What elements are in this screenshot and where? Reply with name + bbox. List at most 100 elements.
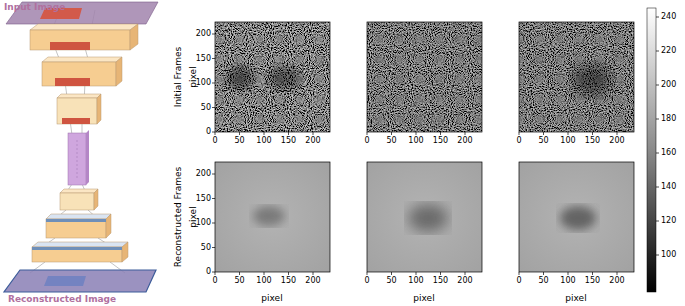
tick-label: 150	[585, 137, 600, 145]
tick-label: 50	[234, 277, 244, 285]
colorbar-tick-label: 140	[661, 183, 676, 191]
tick-label: 200	[196, 170, 211, 178]
tick-label: 100	[408, 137, 423, 145]
colorbar-tick-label: 160	[661, 149, 676, 157]
tick-label: 0	[516, 277, 521, 285]
tick-mark	[568, 132, 569, 135]
tick-mark	[212, 247, 215, 248]
tick-mark	[568, 272, 569, 275]
tick-mark	[212, 58, 215, 59]
tick-label: 150	[433, 277, 448, 285]
tick-label: 150	[281, 137, 296, 145]
figure-label: Input Image	[4, 3, 65, 12]
tick-mark	[391, 132, 392, 135]
tick-label: 50	[234, 137, 244, 145]
tick-label: 150	[196, 55, 211, 63]
tick-mark	[215, 272, 216, 275]
tick-mark	[416, 272, 417, 275]
tick-mark	[212, 198, 215, 199]
colorbar-tick-label: 200	[661, 81, 676, 89]
tick-mark	[391, 272, 392, 275]
tick-label: 0	[212, 137, 217, 145]
tick-mark	[239, 272, 240, 275]
tick-mark	[592, 132, 593, 135]
tick-mark	[367, 132, 368, 135]
axis-label: pixel	[261, 294, 282, 303]
tick-mark	[519, 132, 520, 135]
tick-mark	[617, 132, 618, 135]
tick-label: 200	[196, 30, 211, 38]
tick-mark	[543, 132, 544, 135]
tick-label: 200	[609, 277, 624, 285]
tick-mark	[416, 132, 417, 135]
tick-label: 100	[256, 137, 271, 145]
tick-mark	[212, 83, 215, 84]
tick-mark	[288, 272, 289, 275]
tick-label: 200	[305, 137, 320, 145]
tick-label: 100	[560, 277, 575, 285]
row-label: Reconstructed Frames	[174, 167, 183, 268]
tick-label: 100	[196, 79, 211, 87]
tick-mark	[212, 272, 215, 273]
tick-label: 0	[212, 277, 217, 285]
colorbar-tick-label: 220	[661, 47, 676, 55]
tick-label: 50	[538, 137, 548, 145]
tick-mark	[465, 272, 466, 275]
tick-mark	[264, 272, 265, 275]
tick-label: 50	[201, 104, 211, 112]
tick-label: 100	[408, 277, 423, 285]
tick-mark	[656, 255, 659, 256]
axis-label: pixel	[413, 294, 434, 303]
tick-mark	[440, 272, 441, 275]
tick-mark	[313, 132, 314, 135]
tick-mark	[656, 119, 659, 120]
tick-mark	[656, 51, 659, 52]
tick-mark	[656, 85, 659, 86]
tick-label: 200	[457, 137, 472, 145]
tick-label: 0	[364, 137, 369, 145]
tick-label: 50	[386, 277, 396, 285]
tick-mark	[465, 132, 466, 135]
tick-label: 150	[585, 277, 600, 285]
colorbar-tick-label: 180	[661, 115, 676, 123]
tick-mark	[519, 272, 520, 275]
tick-mark	[656, 17, 659, 18]
tick-label: 50	[538, 277, 548, 285]
tick-label: 100	[560, 137, 575, 145]
tick-label: 200	[609, 137, 624, 145]
row-label: Initial Frames	[174, 47, 183, 108]
tick-mark	[215, 132, 216, 135]
tick-mark	[617, 272, 618, 275]
colorbar-tick-label: 240	[661, 13, 676, 21]
tick-label: 150	[196, 195, 211, 203]
tick-mark	[656, 187, 659, 188]
tick-mark	[212, 223, 215, 224]
tick-mark	[288, 132, 289, 135]
tick-label: 100	[196, 219, 211, 227]
tick-label: 150	[433, 137, 448, 145]
tick-mark	[367, 272, 368, 275]
figure-label: Reconstructed Image	[8, 295, 116, 304]
axis-label: pixel	[565, 294, 586, 303]
tick-mark	[543, 272, 544, 275]
tick-label: 50	[201, 244, 211, 252]
tick-mark	[212, 132, 215, 133]
tick-label: 0	[516, 137, 521, 145]
tick-label: 100	[256, 277, 271, 285]
tick-mark	[313, 272, 314, 275]
tick-mark	[592, 272, 593, 275]
tick-label: 0	[206, 128, 211, 136]
tick-mark	[212, 107, 215, 108]
tick-label: 200	[457, 277, 472, 285]
colorbar-tick-label: 100	[661, 251, 676, 259]
tick-mark	[212, 174, 215, 175]
tick-label: 150	[281, 277, 296, 285]
tick-label: 50	[386, 137, 396, 145]
tick-label: 0	[206, 268, 211, 276]
tick-mark	[440, 132, 441, 135]
tick-label: 0	[364, 277, 369, 285]
tick-mark	[264, 132, 265, 135]
tick-mark	[212, 34, 215, 35]
